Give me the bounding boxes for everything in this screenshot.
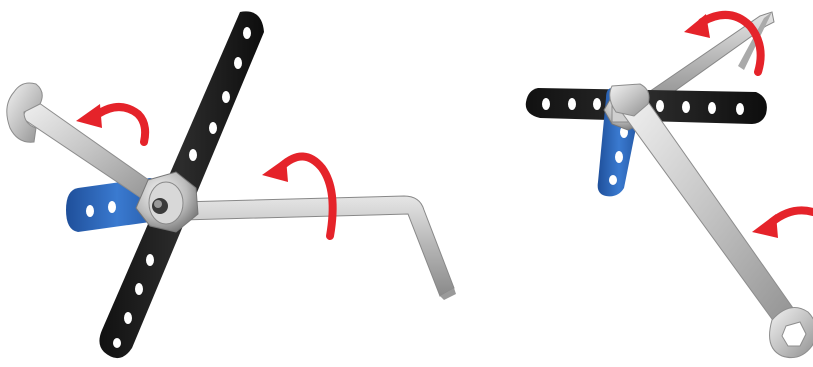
ring-wrench (609, 83, 813, 359)
hex-nut (135, 171, 199, 233)
rotation-arrow-wrench (752, 206, 813, 238)
rotation-arrow-allen-key (262, 152, 337, 240)
allen-key (179, 195, 456, 300)
left-assembly (6, 11, 456, 359)
rotation-arrow-allen-key (684, 11, 765, 76)
open-end-wrench (6, 82, 161, 205)
rotation-arrow-wrench (76, 103, 150, 146)
right-assembly (525, 11, 813, 359)
